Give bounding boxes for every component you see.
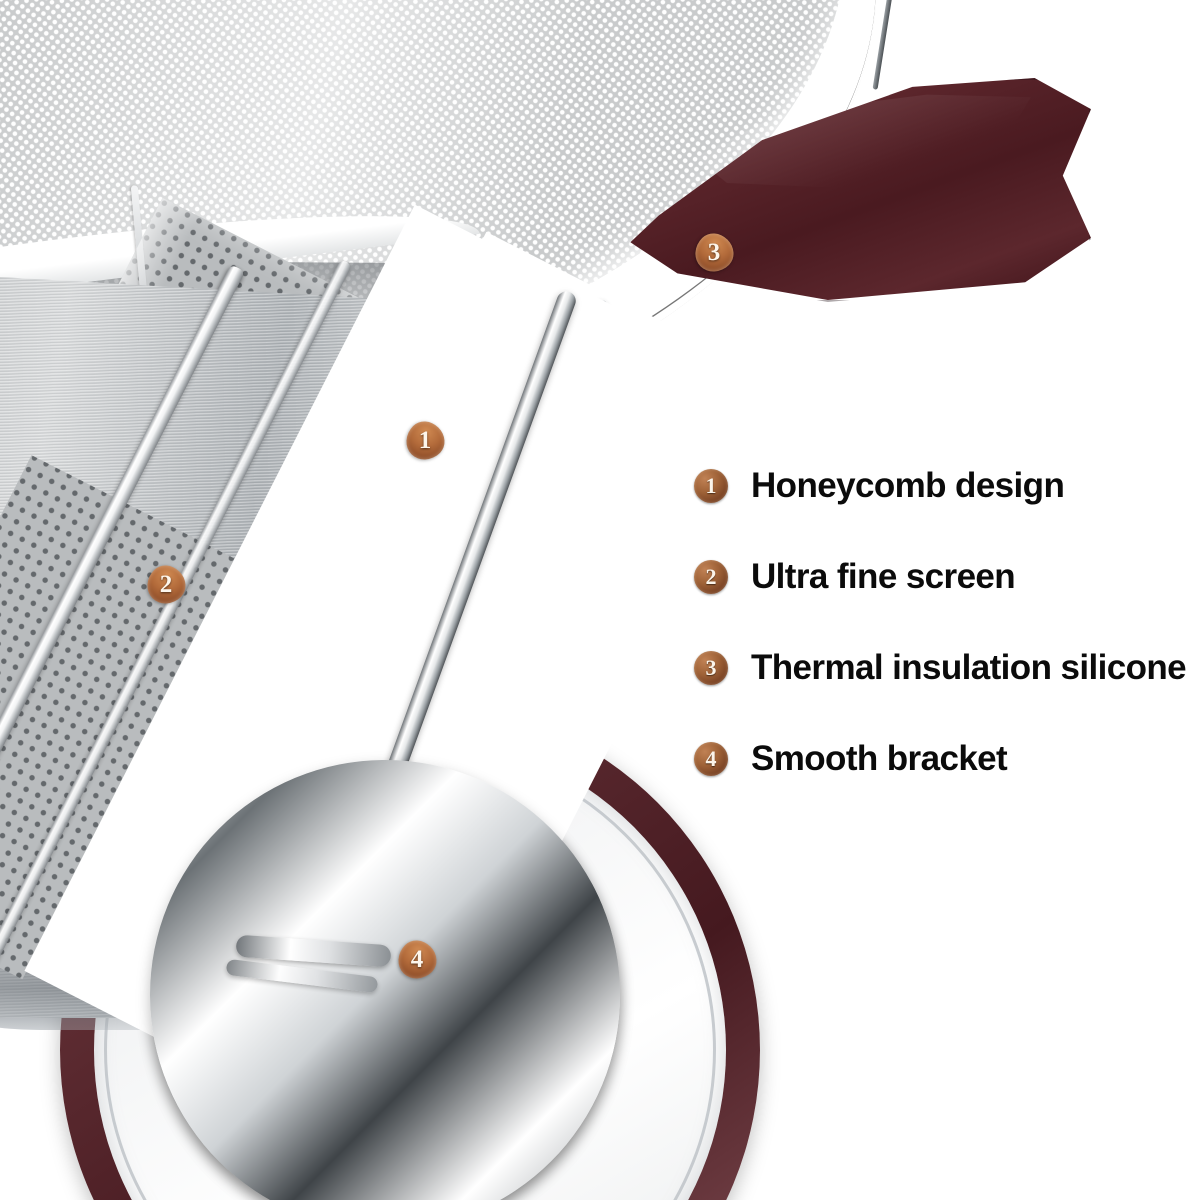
legend-badge-1: 1 — [694, 469, 728, 503]
legend-label-3: Thermal insulation silicone — [751, 648, 1187, 687]
legend-badge-2: 2 — [694, 560, 728, 594]
legend-item-ultra-fine-screen[interactable]: 2 Ultra fine screen — [694, 555, 1200, 599]
legend-badge-4: 4 — [694, 742, 728, 776]
legend-label-2: Ultra fine screen — [751, 557, 1016, 596]
smooth-bracket-ring-front — [150, 760, 620, 1200]
legend-label-1: Honeycomb design — [751, 466, 1065, 505]
handle-outline — [630, 78, 1091, 302]
legend-label-4: Smooth bracket — [751, 739, 1008, 778]
legend-item-smooth-bracket[interactable]: 4 Smooth bracket — [694, 737, 1200, 781]
handle-stem — [872, 0, 893, 90]
feature-legend: 1 Honeycomb design 2 Ultra fine screen 3… — [694, 464, 1200, 781]
legend-item-honeycomb-design[interactable]: 1 Honeycomb design — [694, 464, 1200, 508]
thermal-insulation-silicone-handle — [621, 78, 1091, 346]
legend-item-thermal-insulation-silicone[interactable]: 3 Thermal insulation silicone — [694, 646, 1200, 690]
legend-badge-3: 3 — [694, 651, 728, 685]
